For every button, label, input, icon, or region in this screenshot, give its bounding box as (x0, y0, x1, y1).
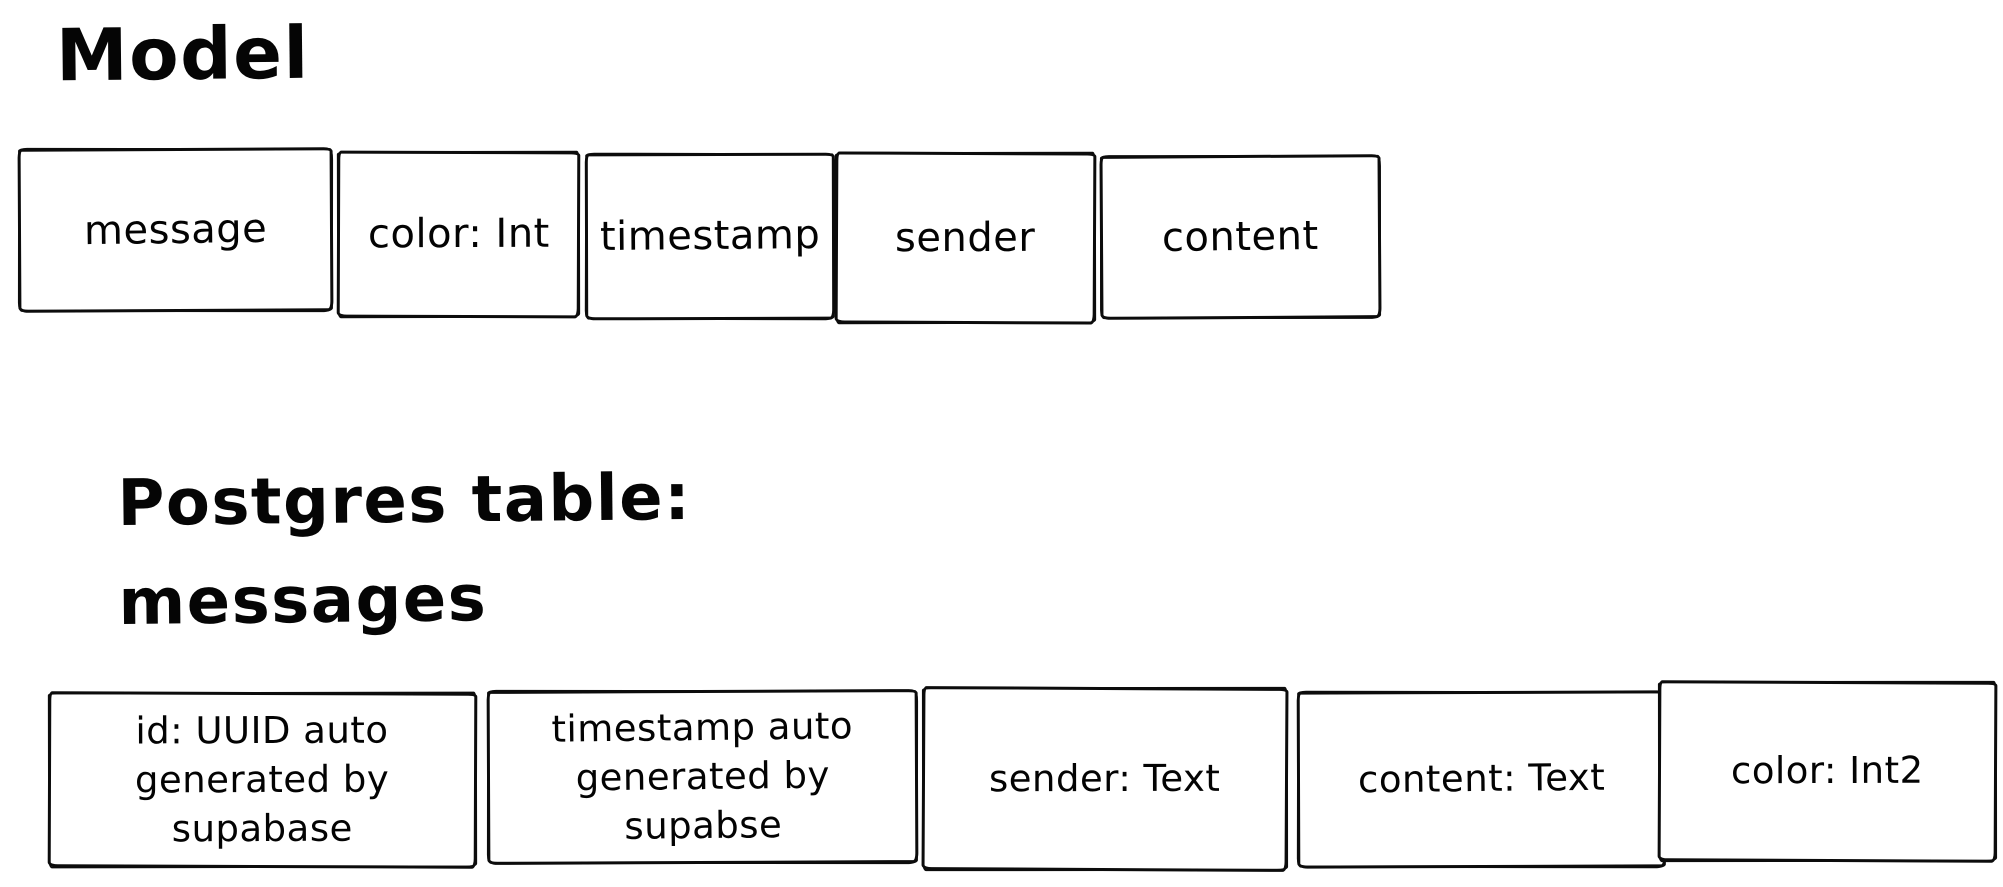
model-section-title: Model (55, 10, 311, 98)
postgres-box-color-label: color: Int2 (1731, 748, 1924, 793)
postgres-box-timestamp-label: timestamp auto generated by supabse (550, 704, 853, 848)
postgres-box-id: id: UUID auto generated by supabase (47, 691, 478, 869)
postgres-section-title: Postgres table: messages (117, 461, 692, 641)
model-box-color: color: Int (336, 150, 581, 319)
model-box-sender-label: sender (895, 214, 1036, 261)
postgres-box-content-label: content: Text (1357, 755, 1606, 802)
model-box-color-label: color: Int (367, 210, 550, 258)
model-box-content-label: content (1161, 212, 1320, 261)
postgres-box-color: color: Int2 (1657, 680, 1998, 863)
postgres-box-timestamp: timestamp auto generated by supabse (486, 689, 919, 865)
postgres-box-sender-label: sender: Text (989, 756, 1221, 800)
postgres-box-content: content: Text (1296, 690, 1667, 869)
model-box-content: content (1099, 154, 1382, 320)
postgres-box-sender: sender: Text (921, 686, 1289, 872)
model-box-message: message (17, 147, 334, 313)
model-box-timestamp: timestamp (584, 152, 836, 321)
model-box-sender: sender (834, 151, 1097, 325)
model-box-timestamp-label: timestamp (599, 212, 821, 261)
model-box-message-label: message (83, 205, 268, 254)
postgres-box-id-label: id: UUID auto generated by supabase (135, 708, 390, 850)
